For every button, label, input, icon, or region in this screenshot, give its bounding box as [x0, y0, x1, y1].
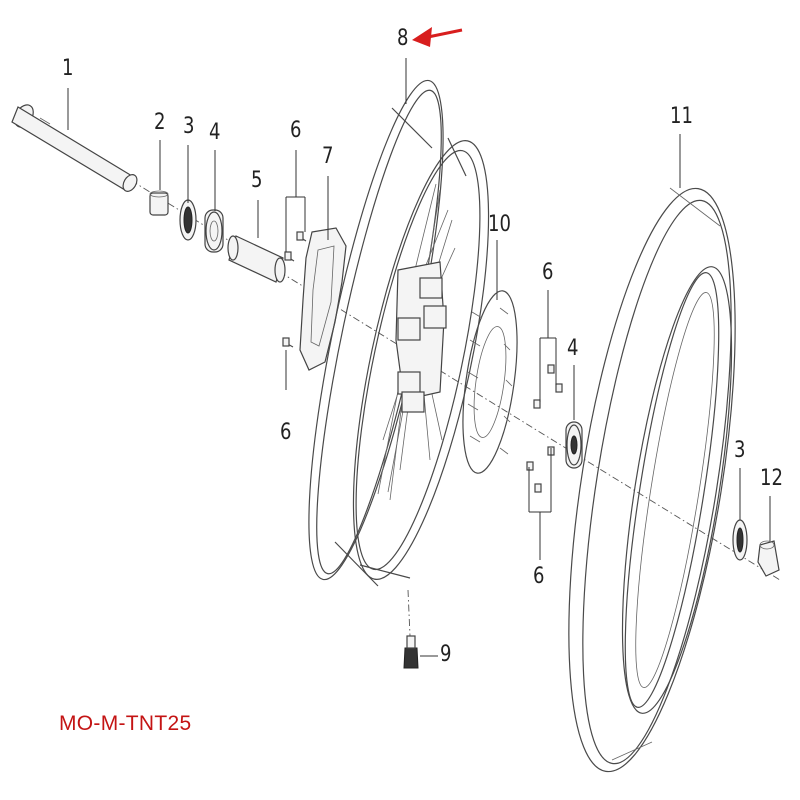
- callout-1: 1: [62, 56, 74, 81]
- callout-6-right-lower: 6: [533, 564, 545, 589]
- callout-5: 5: [251, 168, 263, 193]
- callout-8: 8: [397, 26, 409, 51]
- brake-disc: [462, 290, 518, 474]
- hub-flange-plate: [299, 227, 347, 371]
- callout-6: 6: [290, 118, 302, 143]
- bearing-right: [565, 421, 583, 469]
- callout-11: 11: [670, 104, 693, 129]
- tire: [568, 187, 736, 773]
- tire-valve: [403, 589, 419, 669]
- distance-collar: [227, 235, 286, 283]
- callout-6-left-lower: 6: [280, 420, 292, 445]
- callout-7: 7: [322, 144, 334, 169]
- callout-3-right: 3: [734, 438, 746, 463]
- callout-9: 9: [440, 642, 452, 667]
- callout-10: 10: [488, 212, 511, 237]
- callout-12: 12: [760, 466, 783, 491]
- callout-3: 3: [183, 114, 195, 139]
- callout-leaders: [67, 58, 771, 657]
- callout-4-right: 4: [567, 336, 579, 361]
- bearing-left: [204, 209, 224, 253]
- callout-6-right-upper: 6: [542, 260, 554, 285]
- oil-seal-right: [732, 519, 748, 561]
- diagram-code: MO-M-TNT25: [59, 712, 192, 735]
- oil-seal-left: [179, 199, 197, 241]
- bolts-right: [526, 364, 563, 493]
- callout-2: 2: [154, 110, 166, 135]
- bolts-left: [282, 231, 307, 348]
- axle-nut: [757, 540, 780, 577]
- axle-shaft: [11, 104, 138, 192]
- callout-4: 4: [209, 120, 221, 145]
- wheel-rim: [308, 79, 490, 587]
- spacer-collar: [149, 190, 169, 216]
- highlight-arrow-icon: [412, 27, 463, 47]
